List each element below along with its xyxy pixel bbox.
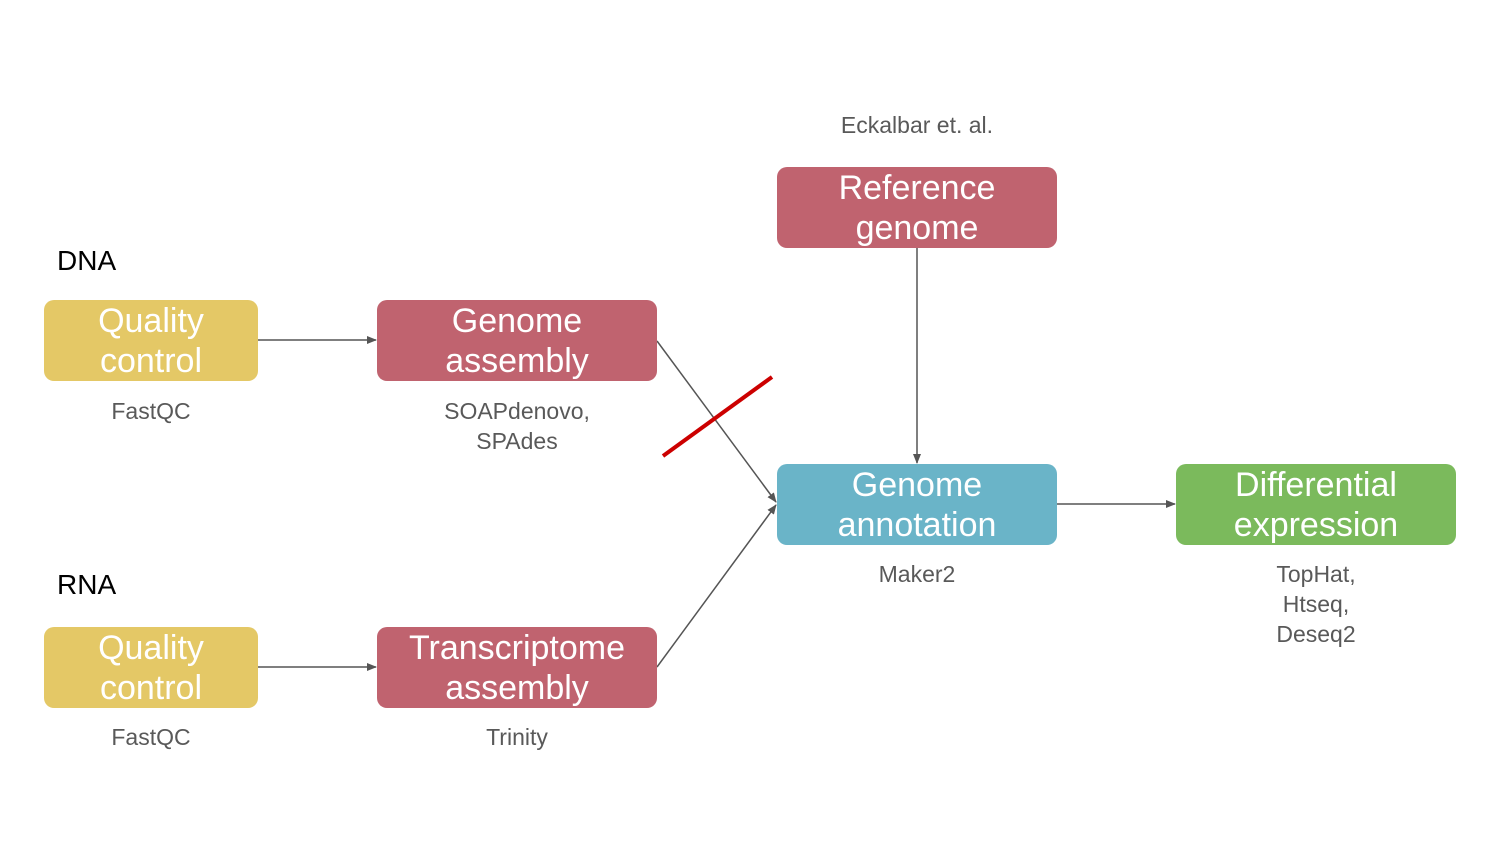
node-transcriptome-assembly: Transcriptome assembly [377,627,657,708]
node-differential-expression: Differential expression [1176,464,1456,545]
caption-tophat-htseq-deseq2: TopHat, Htseq, Deseq2 [1276,561,1356,647]
caption-citation: Eckalbar et. al. [840,112,994,138]
caption-fastqc-rna: FastQC [111,724,191,750]
section-label-rna: RNA [57,569,117,600]
caption-soapdenovo-spades: SOAPdenovo, SPAdes [444,398,590,454]
strike-mark [661,375,774,458]
caption-fastqc-dna: FastQC [111,398,191,424]
node-genome-assembly: Genome assembly [377,300,657,381]
caption-maker2: Maker2 [878,561,956,587]
caption-trinity: Trinity [486,724,548,750]
node-reference-genome: Reference genome [777,167,1057,248]
node-quality-control-dna: Quality control [44,300,258,381]
section-label-dna: DNA [57,245,117,276]
edge-genome-assembly-to-genome-annotation [656,340,777,503]
node-quality-control-rna: Quality control [44,627,258,708]
node-genome-annotation: Genome annotation [777,464,1057,545]
edge-transcriptome-assembly-to-genome-annotation [656,504,777,668]
